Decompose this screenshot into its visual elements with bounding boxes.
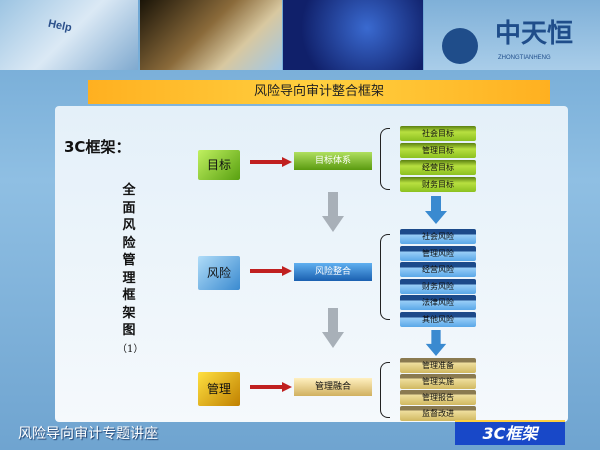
down-arrow-icon: [425, 196, 447, 224]
right-arrow-icon: [250, 157, 292, 167]
down-arrow-icon: [322, 192, 344, 232]
logo-text: 中天恒: [495, 19, 574, 49]
risk-item: 社会风险: [400, 229, 476, 244]
goal-item: 社会目标: [400, 126, 476, 141]
goal-item: 财务目标: [400, 177, 476, 192]
logo-subtext: ZHONGTIANHENG: [498, 55, 551, 61]
goal-box: 目标: [198, 150, 240, 180]
management-item: 管理实施: [400, 374, 476, 389]
risk-item: 经营风险: [400, 262, 476, 277]
risk-item: 财务风险: [400, 279, 476, 294]
brace: [380, 234, 390, 320]
help-key-label: Help: [47, 17, 73, 35]
management-item: 管理报告: [400, 390, 476, 405]
brace: [380, 128, 390, 190]
header-image-keyboard: Help: [0, 0, 138, 70]
risk-integration-box: 风险整合: [294, 263, 372, 281]
logo-icon: [442, 28, 478, 64]
risk-item: 法律风险: [400, 295, 476, 310]
caption-number: （1）: [117, 344, 144, 355]
management-box: 管理: [198, 372, 240, 406]
footer-badge: 3C框架: [455, 420, 565, 445]
down-arrow-icon: [425, 330, 447, 356]
vertical-caption: 全面风险管理框架图: [122, 183, 136, 338]
risk-item: 其他风险: [400, 312, 476, 327]
goal-system-box: 目标体系: [294, 152, 372, 170]
slide-title: 风险导向审计整合框架: [88, 80, 550, 104]
risk-box: 风险: [198, 256, 240, 290]
right-arrow-icon: [250, 382, 292, 392]
footer-title: 风险导向审计专题讲座: [18, 426, 158, 442]
right-arrow-icon: [250, 266, 292, 276]
management-item: 管理准备: [400, 358, 476, 373]
header-image-laptop: [140, 0, 282, 70]
goal-item: 管理目标: [400, 143, 476, 158]
down-arrow-icon: [322, 308, 344, 348]
risk-item: 管理风险: [400, 246, 476, 261]
heading: 3C框架：: [64, 138, 131, 156]
goal-item: 经营目标: [400, 160, 476, 175]
header-image-circuit: [283, 0, 423, 70]
brace: [380, 362, 390, 418]
management-item: 监督改进: [400, 406, 476, 421]
management-fusion-box: 管理融合: [294, 378, 372, 396]
